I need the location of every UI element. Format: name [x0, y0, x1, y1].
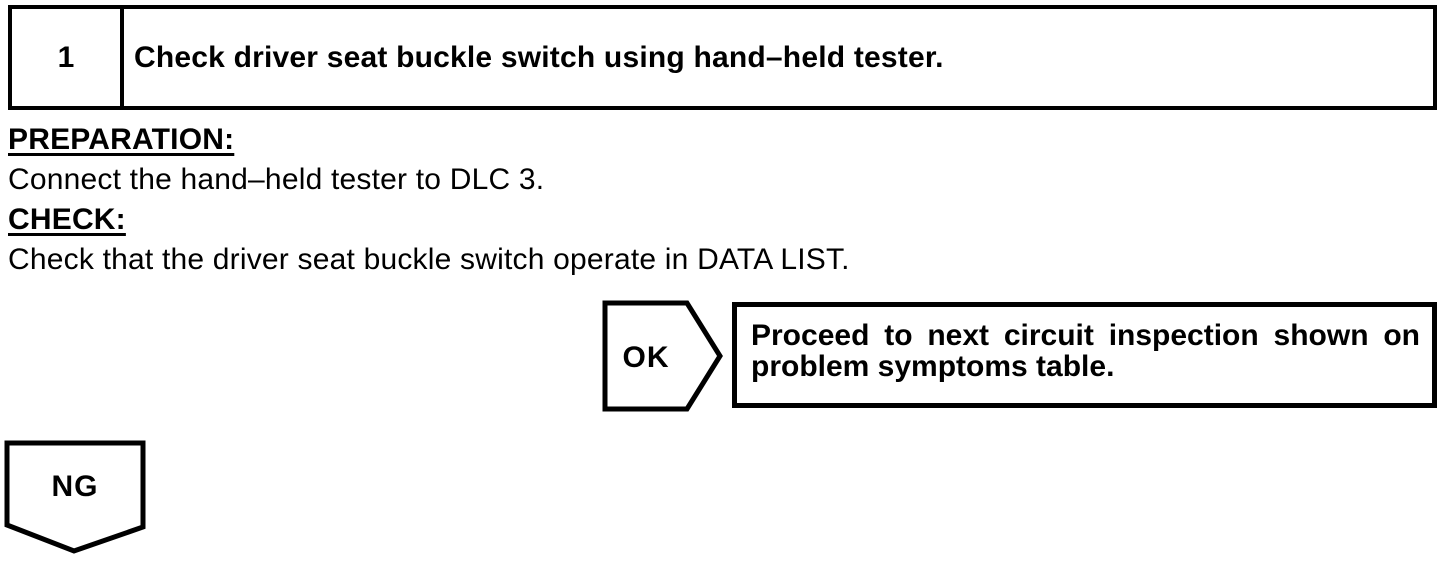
ng-label: NG [52, 470, 99, 503]
instructions-block: PREPARATION: Connect the hand–held teste… [8, 120, 1108, 280]
ng-pentagon-shape [4, 440, 146, 554]
check-body: Check that the driver seat buckle switch… [8, 243, 850, 276]
preparation-heading: PREPARATION: [8, 123, 235, 156]
ok-connector: OK [602, 300, 724, 412]
ng-connector: NG [4, 440, 148, 556]
ok-result-box: Proceed to next circuit inspection shown… [732, 302, 1437, 408]
step-header-table: 1 Check driver seat buckle switch using … [8, 5, 1437, 110]
check-heading: CHECK: [8, 203, 126, 236]
preparation-body: Connect the hand–held tester to DLC 3. [8, 163, 545, 196]
step-number: 1 [12, 9, 124, 106]
ok-pentagon-icon: OK [602, 300, 723, 412]
ok-result-line2: problem symptoms table. [751, 350, 1115, 383]
ok-pentagon-shape [602, 300, 723, 412]
ng-pentagon-icon: NG [4, 440, 146, 554]
ok-result-line1: Proceed to next circuit inspection shown… [751, 319, 1420, 352]
ok-label: OK [623, 341, 670, 374]
step-title: Check driver seat buckle switch using ha… [134, 40, 944, 74]
